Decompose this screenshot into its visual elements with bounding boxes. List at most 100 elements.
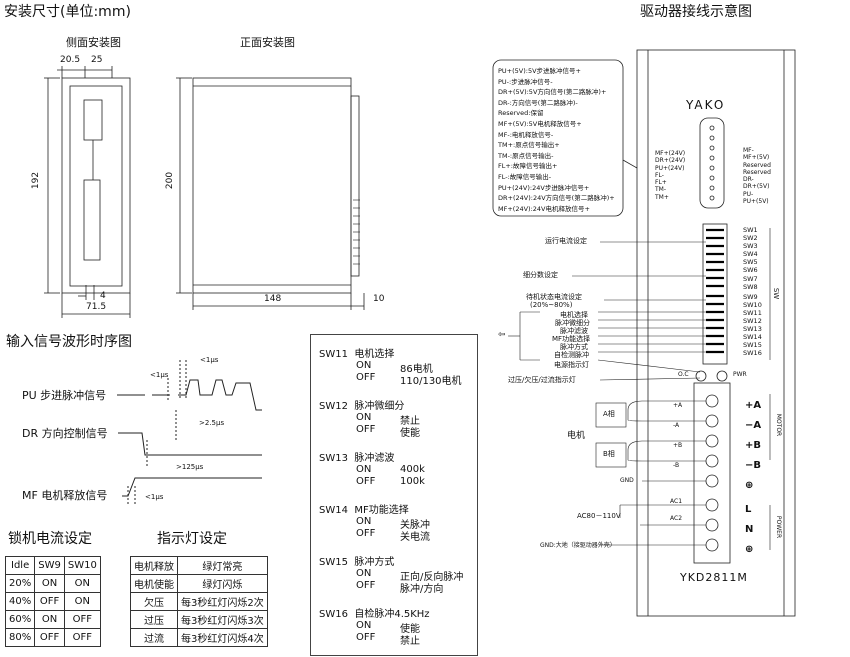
table-cell: 过流 [130,628,178,647]
dr-signal-label: DR 方向控制信号 [22,427,108,440]
group-pulse-filter: 脉冲滤波 [560,327,588,335]
group-mf-select: MF功能选择 [552,335,591,343]
ac-input-label: AC80－110V [577,512,621,520]
switch-heading: SW11 电机选择 [319,345,394,360]
table-cell: 电机释放 [130,556,178,575]
switch-function-box: SW11 电机选择 ON 86电机 OFF 110/130电机 SW12 脉冲微… [310,334,478,656]
off-label: OFF [356,528,376,539]
sw-side-label: SW [772,287,781,300]
table-cell: 绿灯闪烁 [177,574,268,593]
table-cell: 每3秒红灯闪烁2次 [177,592,268,611]
on-value: 正向/反向脉冲 [400,572,464,583]
terminal-label: −A [745,420,762,431]
front-view-drawing [176,77,365,310]
brand-logo: YAKO [686,98,726,112]
switch-name: 脉冲微细分 [354,401,405,412]
table-cell: ON [34,610,65,629]
ac2-label: AC2 [670,515,683,522]
dim-71-5: 71.5 [86,302,107,312]
timing-t1: <1μs [200,356,219,364]
table-cell: OFF [63,610,101,629]
table-row: 40% OFF ON [4,592,101,611]
motor-label: 电机 [567,431,586,441]
pins-right: MF- MF+(5V) Reserved Reserved DR- DR+(5V… [743,147,771,205]
group-microstep: 细分数设定 [523,271,558,279]
sw-label: SW10 [743,300,762,309]
table-cell: OFF [34,628,65,647]
sw-label-list: SW1 SW2 SW3 SW4 SW5 SW6 SW7 SW8 SW9 SW10… [743,226,762,358]
sw-label: SW2 [743,234,758,243]
off-label: OFF [356,476,376,487]
install-title: 安装尺寸(单位:mm) [4,4,131,20]
switch-id: SW11 [319,349,348,360]
sw-label: SW9 [743,292,758,301]
table-cell: 欠压 [130,592,178,611]
legend-item: TM+:原点信号输出+ [498,141,560,150]
group-run-current: 运行电流设定 [545,237,587,245]
group-idle-range: (20%~80%) [530,301,573,309]
sw-label: SW8 [743,282,758,291]
switch-name: 电机选择 [354,349,395,360]
sw-label: SW11 [743,308,762,317]
mf-signal-label: MF 电机释放信号 [22,489,108,502]
switch-id: SW13 [319,453,348,464]
legend-item: PU+(5V):5V步进脉冲信号+ [498,67,581,75]
group-power-led: 电源指示灯 [554,361,589,369]
signal-connector-pins [709,125,715,201]
table-cell: ON [63,574,101,593]
legend-item: DR+(5V):5V方向信号(第二路脉冲)+ [498,88,607,97]
legend-item: PU+(24V):24V步进脉冲信号+ [498,183,590,192]
table-row: 80% OFF OFF [4,628,101,647]
pin-label: DR+(24V) [655,157,686,165]
pin-label: PU+(24V) [655,164,685,172]
table-cell: 过压 [130,610,178,629]
on-value: 使能 [400,624,420,635]
pin-label: DR- [743,176,754,184]
switch-id: SW14 [319,505,348,516]
off-label: OFF [356,580,376,591]
table-cell: ON [63,592,101,611]
dim-200: 200 [165,171,176,190]
led-oc-label: O.C [678,371,689,378]
table-row: 60% ON OFF [4,610,101,629]
motor-wiring [595,400,706,546]
legend-item: DR-:方向信号(第二路脉冲)- [498,98,578,107]
power-side-label: POWER [775,515,783,539]
timing-t4: >125μs [176,463,204,471]
pu-signal-label: PU 步进脉冲信号 [22,389,107,402]
motor-side-label: MOTOR [775,413,783,437]
legend-pointer [622,159,638,169]
ground-symbol-icon: ⊕ [745,544,754,555]
table-row: 过压每3秒红灯闪烁3次 [130,610,268,629]
collapse-arrow-icon: ⇦ [498,330,506,340]
phase-b-label: B相 [603,450,615,458]
legend-item: MF+(24V):24V电机释放信号+ [498,204,590,213]
sw-label: SW15 [743,341,762,350]
table-row: 过流每3秒红灯闪烁4次 [130,628,268,647]
table-cell: 每3秒红灯闪烁3次 [177,610,268,629]
terminal-label: +A [745,400,762,411]
legend-item: FL-:故障信号输出- [498,172,552,181]
legend-list: PU+(5V):5V步进脉冲信号+ PU-:步进脉冲信号- DR+(5V):5V… [498,66,615,214]
pin-label: Reserved [743,161,771,169]
on-label: ON [356,516,372,527]
on-value: 禁止 [400,416,420,427]
off-value: 禁止 [400,636,420,647]
pin-label: FL+ [655,179,667,187]
off-value: 100k [400,476,425,487]
group-fault-led: 过压/欠压/过流指示灯 [508,376,576,384]
off-label: OFF [356,424,376,435]
pin-label: DR+(5V) [743,183,770,191]
table-row: 20% ON ON [4,574,101,593]
pin-label: MF+(24V) [655,150,686,157]
table-cell: 电机使能 [130,574,178,593]
timing-title: 输入信号波形时序图 [6,334,132,350]
switch-heading: SW12 脉冲微细分 [319,397,404,412]
terminal-label: +B [673,442,683,449]
lock-table-title: 锁机电流设定 [8,531,92,547]
pins-left: MF+(24V) DR+(24V) PU+(24V) FL- FL+ TM- T… [655,150,685,201]
switch-name: 脉冲方式 [354,557,395,568]
switch-id: SW15 [319,557,348,568]
legend-item: MF+(5V):5V电机释放信号+ [498,119,582,128]
legend-item: FL+:故障信号输出+ [498,162,558,171]
